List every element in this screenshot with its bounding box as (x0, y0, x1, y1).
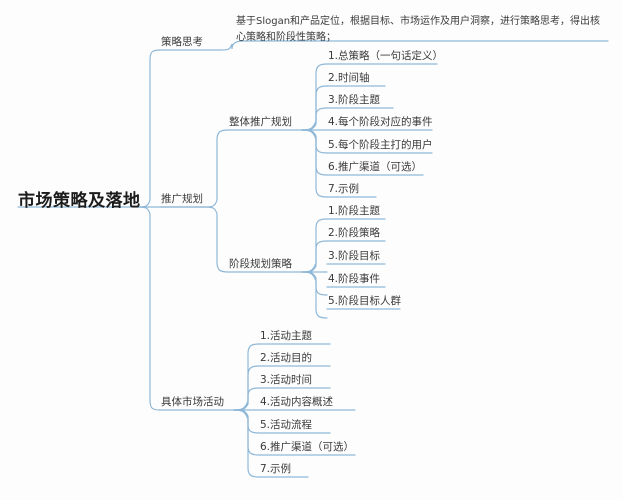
leaf-node-phase-4[interactable]: 4.阶段事件 (328, 273, 381, 285)
root-node[interactable]: 市场策略及落地 (18, 191, 141, 211)
strategy-thinking-description: 基于Slogan和产品定位，根据目标、市场运作及用户洞察，进行策略思考，得出核心… (236, 16, 601, 43)
edge-overall-item-2 (301, 85, 328, 131)
leaf-node-overall-6[interactable]: 6.推广渠道（可选） (328, 161, 423, 173)
leaf-node-activity-7[interactable]: 7.示例 (260, 463, 292, 475)
leaf-node-overall-4[interactable]: 4.每个阶段对应的事件 (328, 116, 433, 128)
leaf-node-activity-3[interactable]: 3.活动时间 (260, 374, 313, 386)
branch-node-strategy-thinking[interactable]: 策略思考 (161, 36, 203, 48)
edge-promotion-to-overall (203, 129, 229, 208)
edge-activity-item-6 (233, 409, 260, 456)
leaf-node-overall-2[interactable]: 2.时间轴 (328, 72, 370, 84)
leaf-node-activity-2[interactable]: 2.活动目的 (260, 352, 313, 364)
edge-activity-item-1 (233, 343, 260, 411)
edge-overall-item-5 (301, 129, 328, 154)
edge-root-to-activity (136, 206, 161, 411)
leaf-node-activity-1[interactable]: 1.活动主题 (260, 330, 313, 342)
leaf-node-activity-6[interactable]: 6.推广渠道（可选） (260, 441, 355, 453)
edge-phase-item-1 (301, 218, 328, 273)
edge-overall-item-6 (301, 129, 328, 176)
leaf-node-activity-4[interactable]: 4.活动内容概述 (260, 396, 334, 408)
leaf-node-phase-3[interactable]: 3.阶段目标 (328, 250, 381, 262)
edge-overall-item-7 (301, 129, 328, 198)
branch-node-concrete-market-activity[interactable]: 具体市场活动 (161, 396, 224, 408)
sub-node-phase-planning-strategy[interactable]: 阶段规划策略 (229, 258, 292, 270)
edge-activity-item-3 (233, 387, 260, 411)
leaf-node-phase-2[interactable]: 2.阶段策略 (328, 227, 381, 239)
leaf-node-phase-5[interactable]: 5.阶段目标人群 (328, 295, 402, 307)
leaf-node-overall-5[interactable]: 5.每个阶段主打的用户 (328, 139, 433, 151)
leaf-node-overall-3[interactable]: 3.阶段主题 (328, 94, 381, 106)
edge-root-to-strategy (136, 49, 161, 208)
edge-activity-item-5 (233, 409, 260, 434)
branch-node-promotion-planning[interactable]: 推广规划 (161, 193, 203, 205)
edge-phase-item-5 (301, 271, 328, 319)
edge-phase-item-4 (301, 271, 328, 296)
leaf-node-overall-1[interactable]: 1.总策略（一句话定义） (328, 50, 444, 62)
edge-overall-item-3 (301, 107, 328, 131)
edge-overall-item-1 (301, 63, 328, 131)
leaf-node-overall-7[interactable]: 7.示例 (328, 183, 360, 195)
edge-activity-item-2 (233, 365, 260, 411)
edge-activity-item-7 (233, 409, 260, 478)
edge-phase-item-2 (301, 240, 328, 273)
edge-promotion-to-phase (203, 206, 229, 273)
sub-node-overall-promotion-plan[interactable]: 整体推广规划 (229, 116, 292, 128)
leaf-node-activity-5[interactable]: 5.活动流程 (260, 419, 313, 431)
leaf-node-phase-1[interactable]: 1.阶段主题 (328, 205, 381, 217)
